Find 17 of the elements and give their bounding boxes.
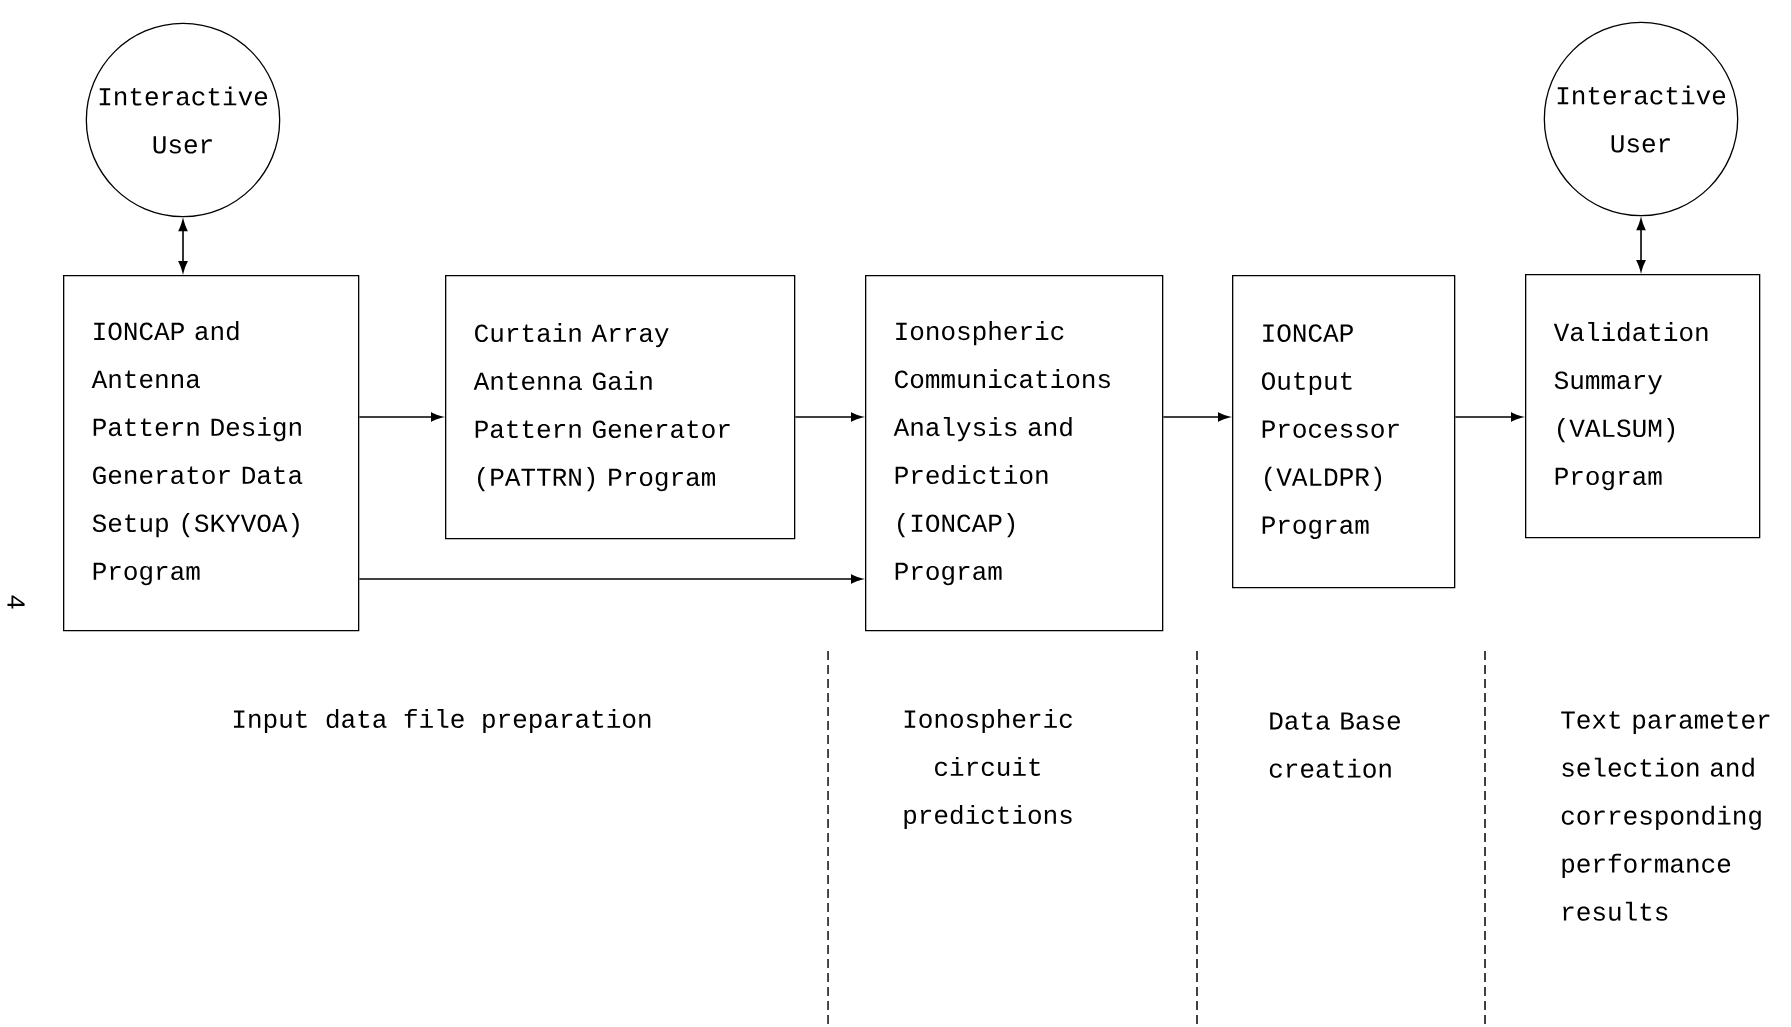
- process-box: Ionospheric Communications Analysis and Prediction (IONCAP) Program: [865, 275, 1164, 632]
- arrow: [1162, 412, 1230, 422]
- arrow: [1636, 218, 1646, 272]
- process-box: IONCAP Output Processor (VALDPR) Program: [1232, 275, 1456, 589]
- stage-label: Ionospheric circuit predictions: [904, 708, 1072, 830]
- arrow: [358, 412, 443, 422]
- arrow: [1454, 412, 1523, 422]
- arrow: [794, 412, 863, 422]
- process-box: Validation Summary (VALSUM) Program: [1525, 274, 1761, 539]
- stage-label: Data Base creation: [1269, 712, 1400, 778]
- process-box: Curtain Array Antenna Gain Pattern Generator (PATTRN) Program: [445, 275, 796, 540]
- stage-label: Input data file preparation: [233, 708, 651, 734]
- page-number: 4: [7, 595, 25, 609]
- process-box: IONCAP and Antenna Pattern Design Generator Data Setup (SKYVOA) Program: [63, 275, 360, 632]
- arrow: [178, 219, 188, 273]
- stage-label: Text parameter selection and corresponding performance results: [1561, 711, 1770, 921]
- arrow: [358, 574, 863, 584]
